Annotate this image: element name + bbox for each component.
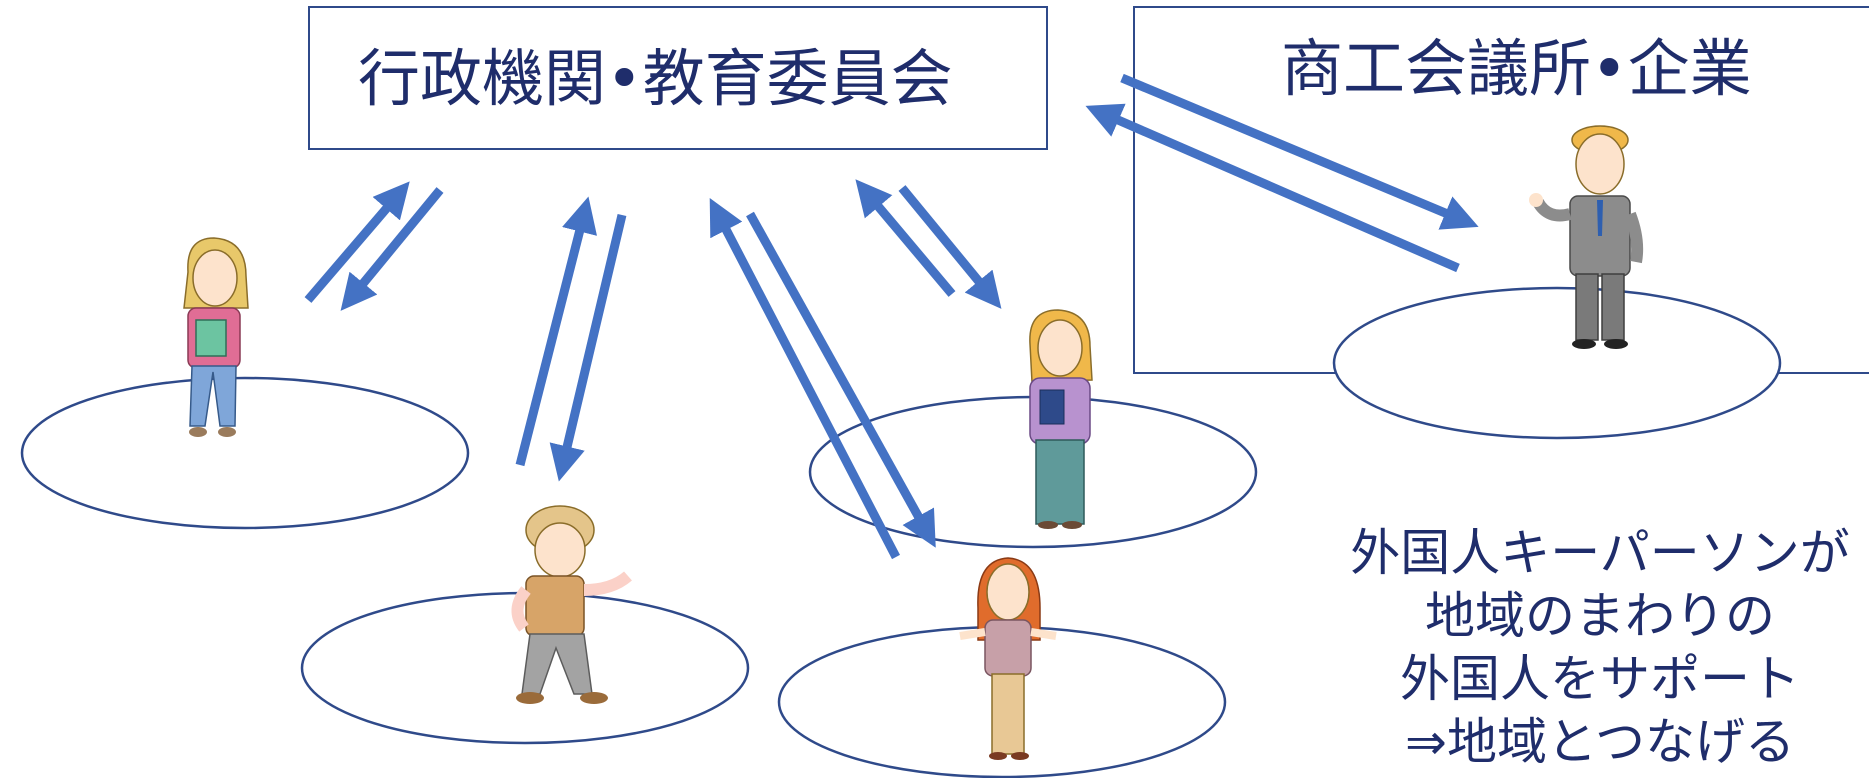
arrow-from-admin-1 bbox=[340, 187, 444, 311]
caption-line-2: 地域のまわりの bbox=[1425, 587, 1775, 645]
caption-line-1: 外国人キーパーソンが bbox=[1350, 524, 1850, 582]
arrow-from-admin-4 bbox=[898, 185, 1002, 309]
woman-with-books-figure bbox=[183, 237, 249, 437]
commerce-box-title: 商工会議所•企業 bbox=[1281, 32, 1752, 105]
businessman-waving-figure bbox=[1529, 125, 1644, 349]
arrow-to-admin-2 bbox=[515, 196, 597, 467]
arrow-to-admin-1 bbox=[304, 181, 410, 303]
student-with-notebook-figure bbox=[1029, 309, 1093, 529]
arrow-from-commerce bbox=[1085, 103, 1460, 273]
elderly-man-figure bbox=[511, 505, 632, 704]
commerce-box: 商工会議所•企業 bbox=[1133, 6, 1869, 374]
woman-shrugging-figure bbox=[959, 557, 1057, 760]
community-ellipse-1 bbox=[20, 376, 470, 530]
admin-agency-box: 行政機関•教育委員会 bbox=[308, 6, 1048, 150]
caption-line-4: ⇒地域とつなげる bbox=[1405, 713, 1795, 771]
arrow-to-commerce bbox=[1120, 73, 1479, 230]
arrow-to-admin-3 bbox=[709, 198, 900, 560]
keyperson-caption: 外国人キーパーソンが 地域のまわりの 外国人をサポート ⇒地域とつなげる bbox=[1310, 522, 1869, 774]
community-ellipse-5 bbox=[1332, 286, 1782, 440]
caption-line-3: 外国人をサポート bbox=[1400, 650, 1800, 708]
arrow-from-admin-3 bbox=[746, 211, 936, 548]
arrow-from-admin-2 bbox=[549, 213, 627, 482]
arrow-to-admin-4 bbox=[855, 179, 956, 297]
admin-box-title: 行政機関•教育委員会 bbox=[358, 42, 953, 115]
